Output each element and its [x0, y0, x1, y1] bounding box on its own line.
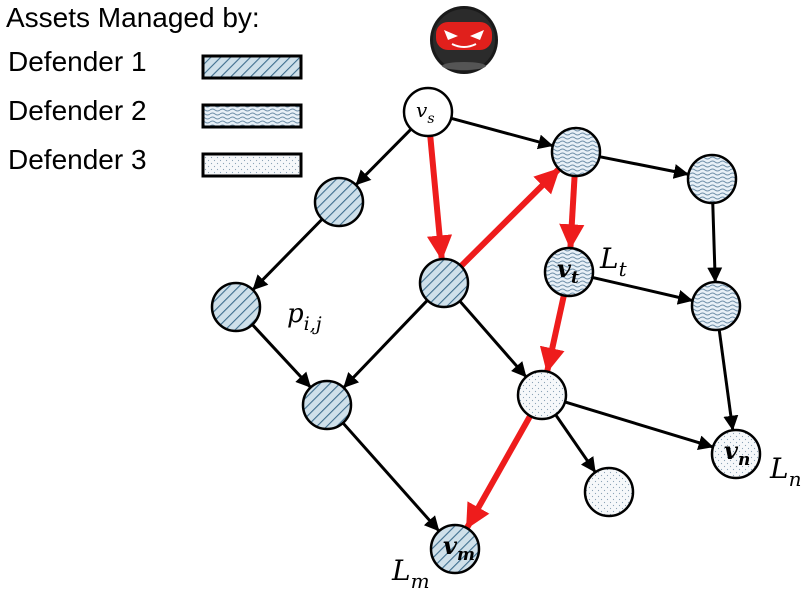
attack-path-edge	[559, 175, 585, 250]
graph-edge	[717, 329, 739, 431]
graph-edge	[458, 300, 527, 378]
node-circle	[429, 523, 481, 575]
loss-label-t: Lt	[599, 242, 628, 281]
graph-node-vt: vt	[543, 246, 595, 298]
graph-node-d2a	[550, 126, 602, 178]
graph-node-d1a	[313, 176, 365, 228]
attack-path-edge	[458, 167, 561, 269]
attack-path-edge	[427, 135, 453, 261]
graph-edge	[343, 299, 429, 389]
graph-node-vs: vs	[402, 86, 454, 138]
edge-prob-label: pi,j	[287, 299, 322, 335]
legend-item-defender-1: Defender 1	[8, 46, 147, 78]
node-circle	[690, 280, 742, 332]
graph-node-d1d	[301, 379, 353, 431]
attacker-devil-icon	[430, 6, 498, 74]
graph-edge	[252, 218, 324, 291]
node-label: vm	[443, 531, 475, 565]
legend-title: Assets Managed by:	[6, 2, 260, 33]
graph-node-d2b	[686, 153, 738, 205]
node-circle	[402, 86, 454, 138]
graph-edge	[599, 155, 689, 179]
attack-path-edge	[539, 294, 567, 374]
graph-node-vn: vn	[710, 428, 762, 480]
node-circle	[516, 369, 568, 421]
graph-edge	[592, 275, 694, 305]
node-circle	[583, 466, 635, 518]
graph-edge	[450, 116, 554, 150]
legend-swatch-waves	[201, 103, 303, 129]
legend-item-defender-2: Defender 2	[8, 95, 147, 127]
legend-swatch-hatch	[201, 54, 303, 80]
node-label: vt	[557, 254, 579, 288]
legend-swatch-dots	[201, 152, 303, 178]
node-circle	[686, 153, 738, 205]
graph-edge	[341, 421, 440, 532]
loss-label-m: Lm	[391, 554, 430, 593]
node-circle	[710, 428, 762, 480]
graph-edge	[707, 202, 723, 283]
legend-label: Defender 1	[8, 46, 147, 77]
graph-node-d2c	[690, 280, 742, 332]
legend-item-defender-3: Defender 3	[8, 144, 147, 176]
graph-edge	[564, 400, 714, 450]
node-circle	[543, 246, 595, 298]
node-circle	[550, 126, 602, 178]
node-label: vn	[724, 436, 750, 470]
loss-label-n: Ln	[769, 452, 801, 491]
node-circle	[418, 257, 470, 309]
graph-edge	[355, 128, 413, 186]
node-circle	[313, 176, 365, 228]
node-circle	[301, 379, 353, 431]
graph-node-vm: vm	[429, 523, 481, 575]
node-label: vs	[416, 98, 435, 127]
graph-node-d1c	[210, 281, 262, 333]
node-circle	[210, 281, 262, 333]
graph-edge	[251, 323, 312, 388]
legend-label: Defender 3	[8, 144, 147, 175]
graph-node-d3b	[583, 466, 635, 518]
graph-edge	[554, 413, 597, 473]
legend-label: Defender 2	[8, 95, 147, 126]
graph-node-d1b	[418, 257, 470, 309]
attack-path-edge	[464, 414, 533, 530]
graph-node-d3a	[516, 369, 568, 421]
